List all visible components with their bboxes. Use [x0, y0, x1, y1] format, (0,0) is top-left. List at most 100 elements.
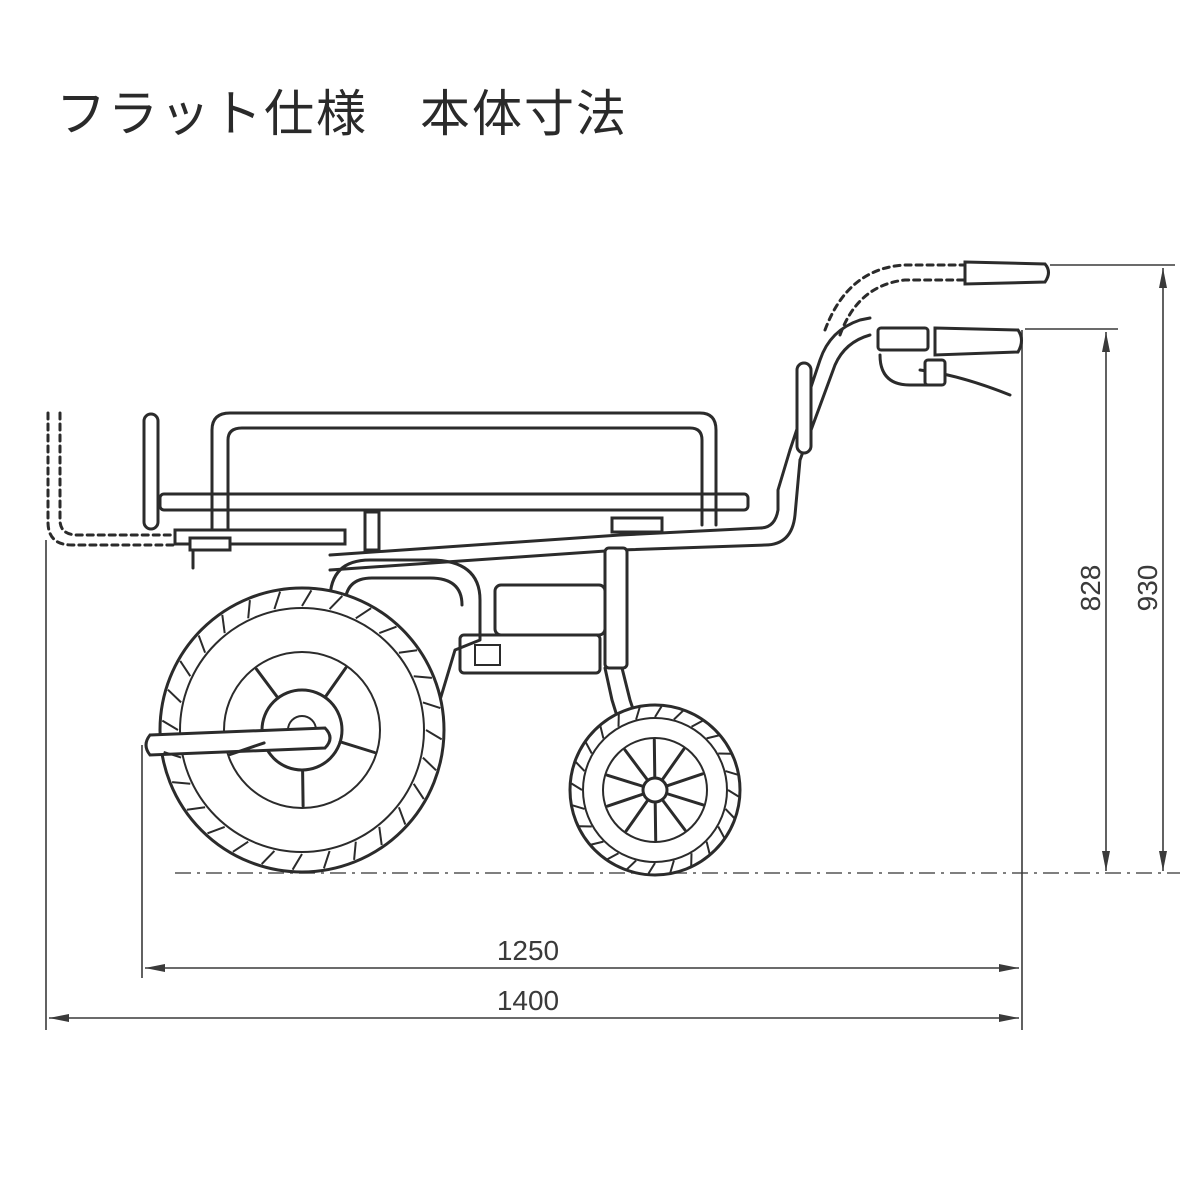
front-wheel-spokes-spoke [624, 798, 650, 833]
rear-handle-extended [46, 411, 177, 547]
front-tire-tread-lug [584, 741, 593, 754]
front-tire-tread-lug [705, 841, 711, 855]
rear-tire-tread-lug [422, 756, 437, 772]
controller-box [876, 326, 930, 352]
deck-rail-outer [210, 411, 718, 530]
front-tire-tread-lug [590, 840, 604, 846]
main-frame-lower [328, 458, 802, 572]
flat-deck [158, 492, 750, 512]
fork-tube [603, 546, 629, 670]
rear-tire-tread-lug [412, 783, 425, 800]
dimension-label-930: 930 [1132, 565, 1163, 612]
battery-pack [493, 583, 607, 637]
upper-handle-extended-inner [838, 278, 967, 337]
rear-upright-handle [142, 412, 160, 531]
deck-rail-inner [226, 426, 704, 530]
brake-cable [878, 353, 942, 387]
rear-tire-tread-lug [397, 806, 407, 825]
front-tire-tread-lug [654, 705, 663, 718]
front-tire-tread-lug [599, 725, 605, 739]
rear-tire-tread-lug [247, 600, 251, 619]
rear-tire-tread-lug [161, 719, 179, 731]
deck-post [363, 510, 381, 552]
rear-tire-tread-lug [232, 840, 249, 853]
rear-tire-tread-lug [328, 595, 344, 610]
dimension-label-1250: 1250 [497, 935, 559, 966]
rear-tire-tread-lug [207, 825, 226, 835]
front-wheel-spokes-spoke [652, 738, 657, 780]
lever-mount [923, 358, 947, 387]
rear-wheel-spokes-spoke [228, 741, 266, 756]
front-wheel-spokes-spoke [660, 747, 686, 782]
deck-bracket-front [610, 516, 664, 534]
rear-tire-tread-lug [172, 781, 191, 785]
front-tire-tread-lug [673, 710, 684, 721]
front-tire-tread-lug [570, 782, 583, 791]
rear-wheel-spokes-spoke [255, 667, 280, 700]
drawing-title: フラット仕様 本体寸法 [56, 85, 628, 143]
front-wheel-spokes-spoke [653, 800, 658, 842]
rear-tire-tread-lug [322, 850, 331, 869]
motor-switch [474, 644, 501, 666]
upper-handle-extended [823, 263, 972, 332]
rear-wheel-spokes [228, 666, 377, 808]
front-tire-tread-lug [572, 804, 585, 810]
front-tire-tread-lug [606, 852, 619, 861]
front-wheel-spokes-spoke [606, 792, 646, 808]
front-wheel-spokes-spoke [605, 773, 645, 788]
front-wheel-spokes-spoke [665, 792, 705, 807]
front-tire-tread-lug [669, 860, 675, 873]
rear-tire-tread-lug [186, 806, 206, 811]
rear-tire-tread-lug [378, 625, 397, 635]
rear-tire-tread-lug [167, 688, 182, 704]
handle-stem-back [798, 333, 872, 462]
dimension-label-1400: 1400 [497, 985, 559, 1016]
handle-stem-front [788, 316, 872, 452]
rear-tire-tread-lug [163, 750, 182, 759]
deck-clamp [188, 536, 232, 552]
rear-tire-tread-lug [273, 591, 282, 610]
front-wheel-rim [602, 737, 708, 843]
rear-wheel-tread [179, 607, 425, 853]
upper-grip [963, 260, 1050, 286]
rear-tire-tread-lug [378, 826, 383, 846]
front-tire-tread [570, 705, 740, 875]
front-wheel-spokes [605, 738, 705, 842]
handle-stand [795, 361, 813, 455]
front-tire-tread-lug [691, 719, 704, 728]
main-frame-upper [328, 448, 792, 557]
front-wheel-spokes-spoke [660, 798, 687, 832]
front-tire-tread-lug [626, 859, 637, 870]
rear-tire-tread-lug [179, 660, 192, 677]
front-tire-tread-lug [725, 770, 738, 776]
front-wheel-tire [568, 703, 742, 877]
rear-wheel-spokes-spoke [301, 768, 305, 808]
front-wheel-spokes-spoke [623, 748, 650, 782]
rear-wheel-spokes-spoke [323, 666, 348, 699]
rear-handle-extended-inner [58, 411, 177, 537]
front-tire-tread-lug [635, 707, 641, 720]
rear-tire-tread-lug [413, 675, 432, 679]
front-tire-tread-lug [717, 826, 726, 839]
rear-tire-tread-lug [355, 607, 372, 620]
front-tire-tread-lug [727, 789, 740, 798]
rear-tire-tread-lug [197, 635, 207, 654]
rear-tire-tread-lug [398, 649, 418, 654]
rear-tire-tread-lug [353, 841, 357, 860]
rear-tire-tread-lug [291, 853, 303, 871]
cart-illustration [46, 260, 1050, 877]
front-tire-tread-lug [647, 862, 656, 875]
rear-wheel-rim [223, 651, 381, 809]
rear-tire-tread-lug [425, 729, 443, 741]
rear-tire-tread [161, 589, 443, 871]
rear-tire-tread-lug [221, 614, 226, 634]
front-tire-tread-lug [724, 808, 735, 819]
rear-tire-tread-lug [301, 589, 313, 607]
front-wheel-tread [582, 717, 728, 863]
rear-tire-tread-lug [260, 850, 276, 865]
front-tire-tread-lug [706, 734, 720, 740]
front-tire-tread-lug [575, 761, 586, 772]
rear-tire-tread-lug [422, 701, 441, 710]
front-wheel-spokes-spoke [664, 772, 704, 788]
